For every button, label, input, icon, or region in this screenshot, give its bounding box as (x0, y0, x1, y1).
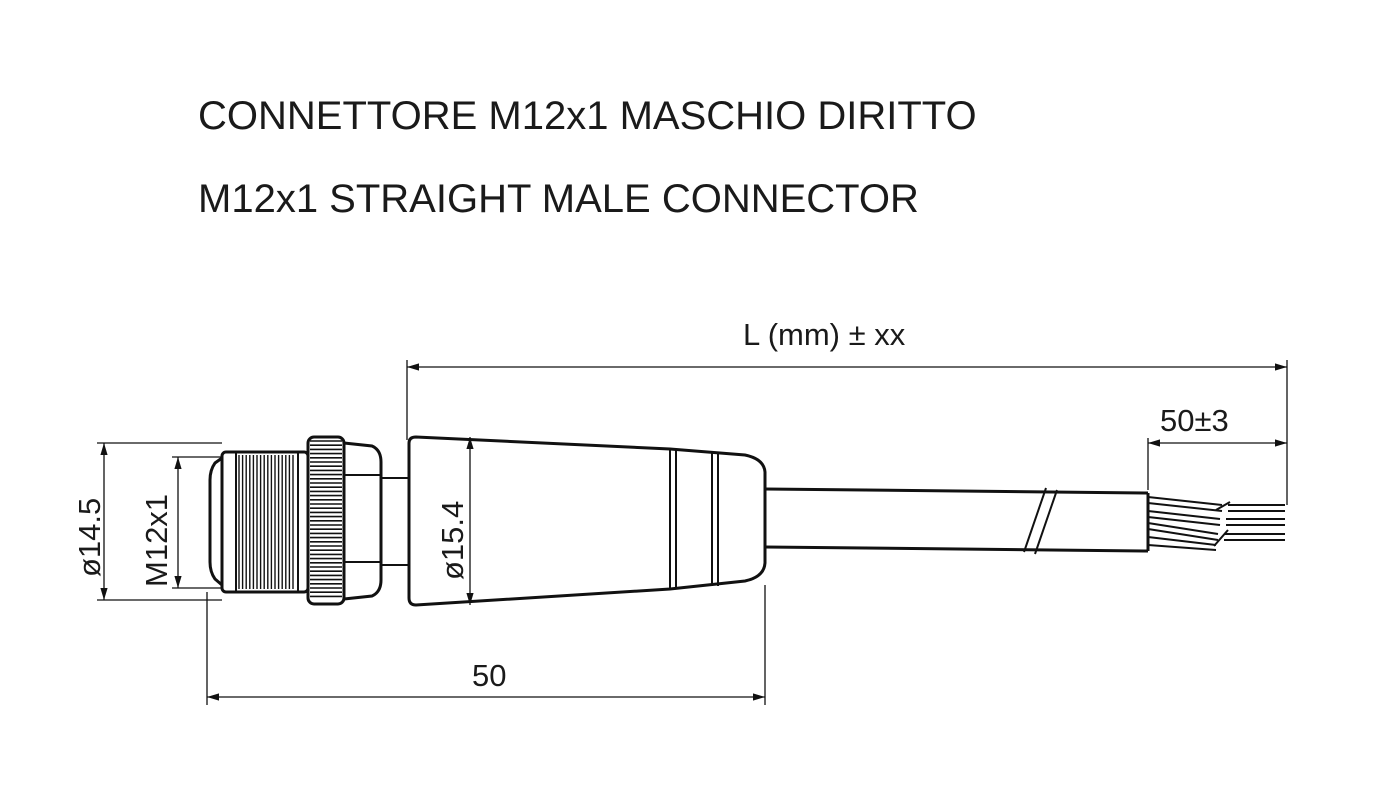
thread-lines (238, 455, 294, 589)
dimension-outer-diameter: ø14.5 (72, 442, 222, 601)
strip-length-label: 50±3 (1160, 403, 1229, 438)
stripped-wires (1147, 496, 1285, 551)
outer-diameter-label: ø14.5 (72, 498, 107, 577)
dimension-connector-length: 50 (206, 585, 766, 705)
cable-break-mark (1034, 489, 1058, 555)
title-english: M12x1 STRAIGHT MALE CONNECTOR (198, 177, 919, 221)
thread-spec-label: M12x1 (139, 494, 174, 587)
dimension-body-diameter: ø15.4 (435, 437, 474, 605)
connector-body (407, 435, 767, 607)
thread-section (208, 450, 310, 594)
connector-length-label: 50 (472, 658, 506, 693)
dimension-strip-length: 50±3 (1147, 403, 1287, 490)
dimension-thread-spec: M12x1 (139, 456, 222, 589)
dimension-cable-length: L (mm) ± xx (406, 317, 1288, 505)
cable (764, 487, 1150, 555)
body-diameter-label: ø15.4 (435, 501, 470, 580)
cable-break-mark (1023, 487, 1047, 553)
cable-length-label: L (mm) ± xx (743, 317, 906, 352)
coupling-nut (306, 435, 383, 606)
title-italian: CONNETTORE M12x1 MASCHIO DIRITTO (198, 94, 977, 138)
knurl-lines (310, 440, 342, 598)
